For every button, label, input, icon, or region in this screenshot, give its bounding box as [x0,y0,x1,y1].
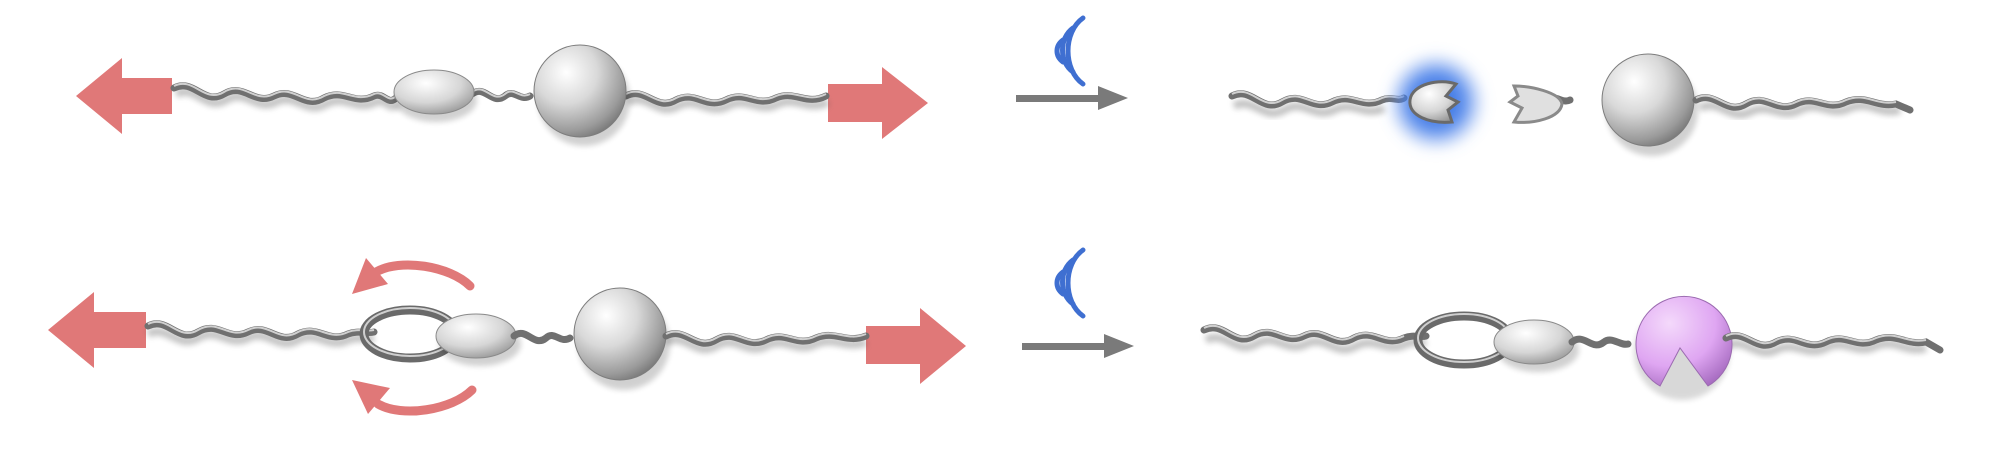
sphere [573,287,667,381]
polymer-chain [144,320,378,341]
force-arrow-left [48,292,146,368]
sphere [533,44,627,138]
activated-sphere [1635,295,1733,387]
polymer-chain-right [662,330,870,347]
polymer-chain-right [622,90,830,107]
sound-wave-icon [1054,15,1086,87]
polymer-chain-product [1200,324,1430,345]
chain-shadow [174,87,830,114]
sphere-product [1601,53,1695,147]
force-arrow-right [828,67,928,139]
polymer-chain-product-right [1722,332,1944,354]
ellipsoid-bead [435,313,517,359]
cleaved-mechanophore [1408,80,1461,124]
right-arrow-icon [1016,86,1128,110]
fragment [1507,84,1564,124]
ellipsoid-bead-product [1493,319,1575,365]
force-arrow-right [866,308,966,384]
rotation-arrow-bottom [352,380,477,416]
polymer-chain [170,82,400,105]
force-arrow-left [76,58,172,134]
chain-shadow-product [1232,99,1902,119]
rotation-arrow-top [352,258,475,294]
ellipsoid-bead [393,69,475,115]
sound-wave-icon [1054,247,1086,319]
right-arrow-icon [1022,334,1134,358]
